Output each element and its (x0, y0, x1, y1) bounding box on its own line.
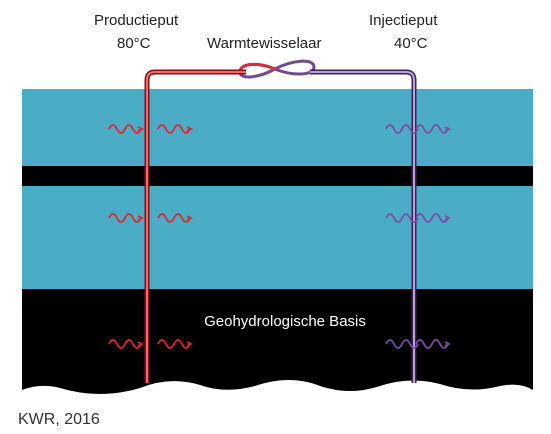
basis-label: Geohydrologische Basis (204, 313, 366, 330)
production-pipe (144, 69, 246, 383)
heat-wave-icon (108, 124, 194, 349)
cold-wave-icon (385, 124, 452, 349)
aquifer-layer-upper (22, 89, 533, 166)
heat-exchanger-loop (238, 59, 316, 79)
production-well-label: Productieput (94, 12, 179, 29)
clay-layer (22, 166, 533, 186)
production-temp-label: 80°C (117, 35, 151, 52)
injection-pipe (310, 69, 417, 383)
injection-well-label: Injectieput (369, 12, 438, 29)
source-credit: KWR, 2016 (18, 411, 100, 428)
heat-exchanger-label: Warmtewisselaar (207, 35, 322, 52)
injection-temp-label: 40°C (394, 35, 428, 52)
geohydrological-basis-layer (22, 289, 533, 394)
aquifer-layer-lower (22, 186, 533, 289)
